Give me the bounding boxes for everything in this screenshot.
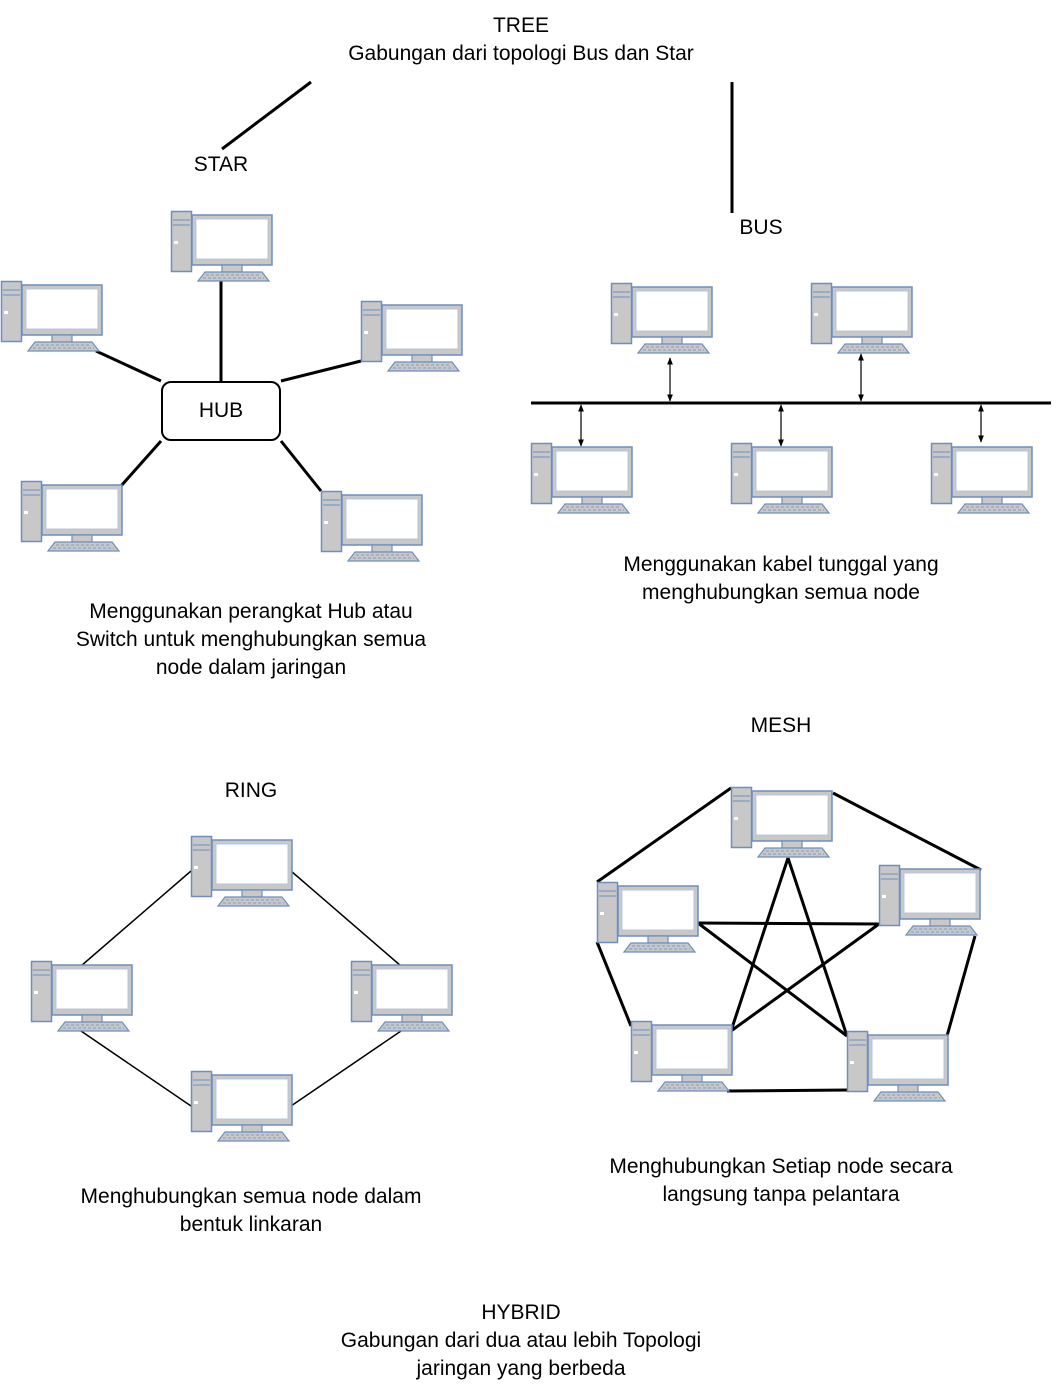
tree-subtitle: Gabungan dari topologi Bus dan Star [348,42,694,65]
mesh-links [595,786,982,1093]
tree-label: TREE Gabungan dari topologi Bus dan Star [321,12,721,68]
tree-title: TREE [492,14,549,37]
star-node-computer-icon [20,480,123,552]
star-node-computer-icon [320,490,423,562]
bus-description: Menggunakan kabel tunggal yang menghubun… [623,553,939,604]
tree-star-link [221,80,312,151]
hybrid-label: HYBRID Gabungan dari dua atau lebih Topo… [271,1299,771,1383]
bus-node-computer-icon [730,442,833,514]
bus-node-computer-icon [810,282,913,354]
bus-node-computer-icon [530,442,633,514]
mesh-node-computer-icon [596,881,699,953]
hub-box: HUB [161,381,281,441]
ring-node-computer-icon [30,960,133,1032]
mesh-title: MESH [750,714,812,737]
star-node-computer-icon [170,210,273,282]
bus-node-computer-icon [610,282,713,354]
bus-title: BUS [739,216,783,239]
ring-title: RING [224,779,278,802]
mesh-node-computer-icon [846,1030,949,1102]
hybrid-title: HYBRID [481,1301,561,1324]
star-links [95,280,362,492]
star-node-computer-icon [0,280,103,352]
ring-links [80,870,402,1107]
star-node-computer-icon [360,300,463,372]
ring-description: Menghubungkan semua node dalam bentuk li… [80,1185,422,1236]
mesh-node-computer-icon [630,1020,733,1092]
hub-label: HUB [198,399,244,422]
mesh-description: Menghubungkan Setiap node secara langsun… [609,1155,953,1206]
star-description: Menggunakan perangkat Hub atau Switch un… [75,600,427,679]
ring-node-computer-icon [190,835,293,907]
mesh-node-computer-icon [878,864,981,936]
bus-node-computer-icon [930,442,1033,514]
mesh-node-computer-icon [730,786,833,858]
ring-node-computer-icon [190,1070,293,1142]
bus-arrows [578,353,984,447]
ring-node-computer-icon [350,960,453,1032]
star-title: STAR [193,153,249,176]
